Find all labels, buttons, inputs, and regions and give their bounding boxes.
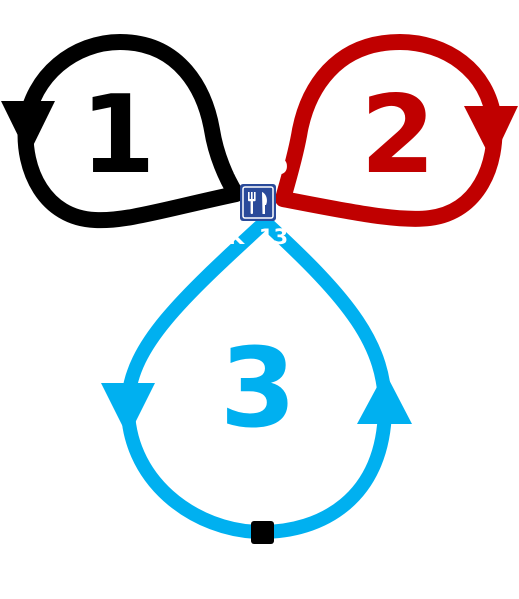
loop-1-arrow-right <box>357 372 412 424</box>
loop-3: 1 <box>1 34 244 229</box>
loop-3-number: 1 <box>80 73 155 198</box>
loop-2-arrow <box>464 106 518 161</box>
loop-1-number: 3 <box>220 324 297 452</box>
loop-2-path <box>275 34 503 227</box>
loop-1: 3 <box>101 215 412 539</box>
loop-3-arrow <box>1 101 55 156</box>
loop-2: 2 <box>275 34 518 227</box>
loop-1-arrow-left <box>101 383 155 437</box>
start-marker-icon <box>251 521 274 544</box>
loop-3-path <box>17 34 244 229</box>
loop-1-path <box>120 215 393 539</box>
hub-label-top: R O <box>232 155 288 179</box>
hub-label-bottom: K 13 <box>228 225 288 249</box>
fork-knife-icon <box>248 192 267 214</box>
loop-2-number: 2 <box>360 73 435 198</box>
hub-restaurant-sign <box>240 184 276 221</box>
hub-sign-background <box>240 184 276 221</box>
